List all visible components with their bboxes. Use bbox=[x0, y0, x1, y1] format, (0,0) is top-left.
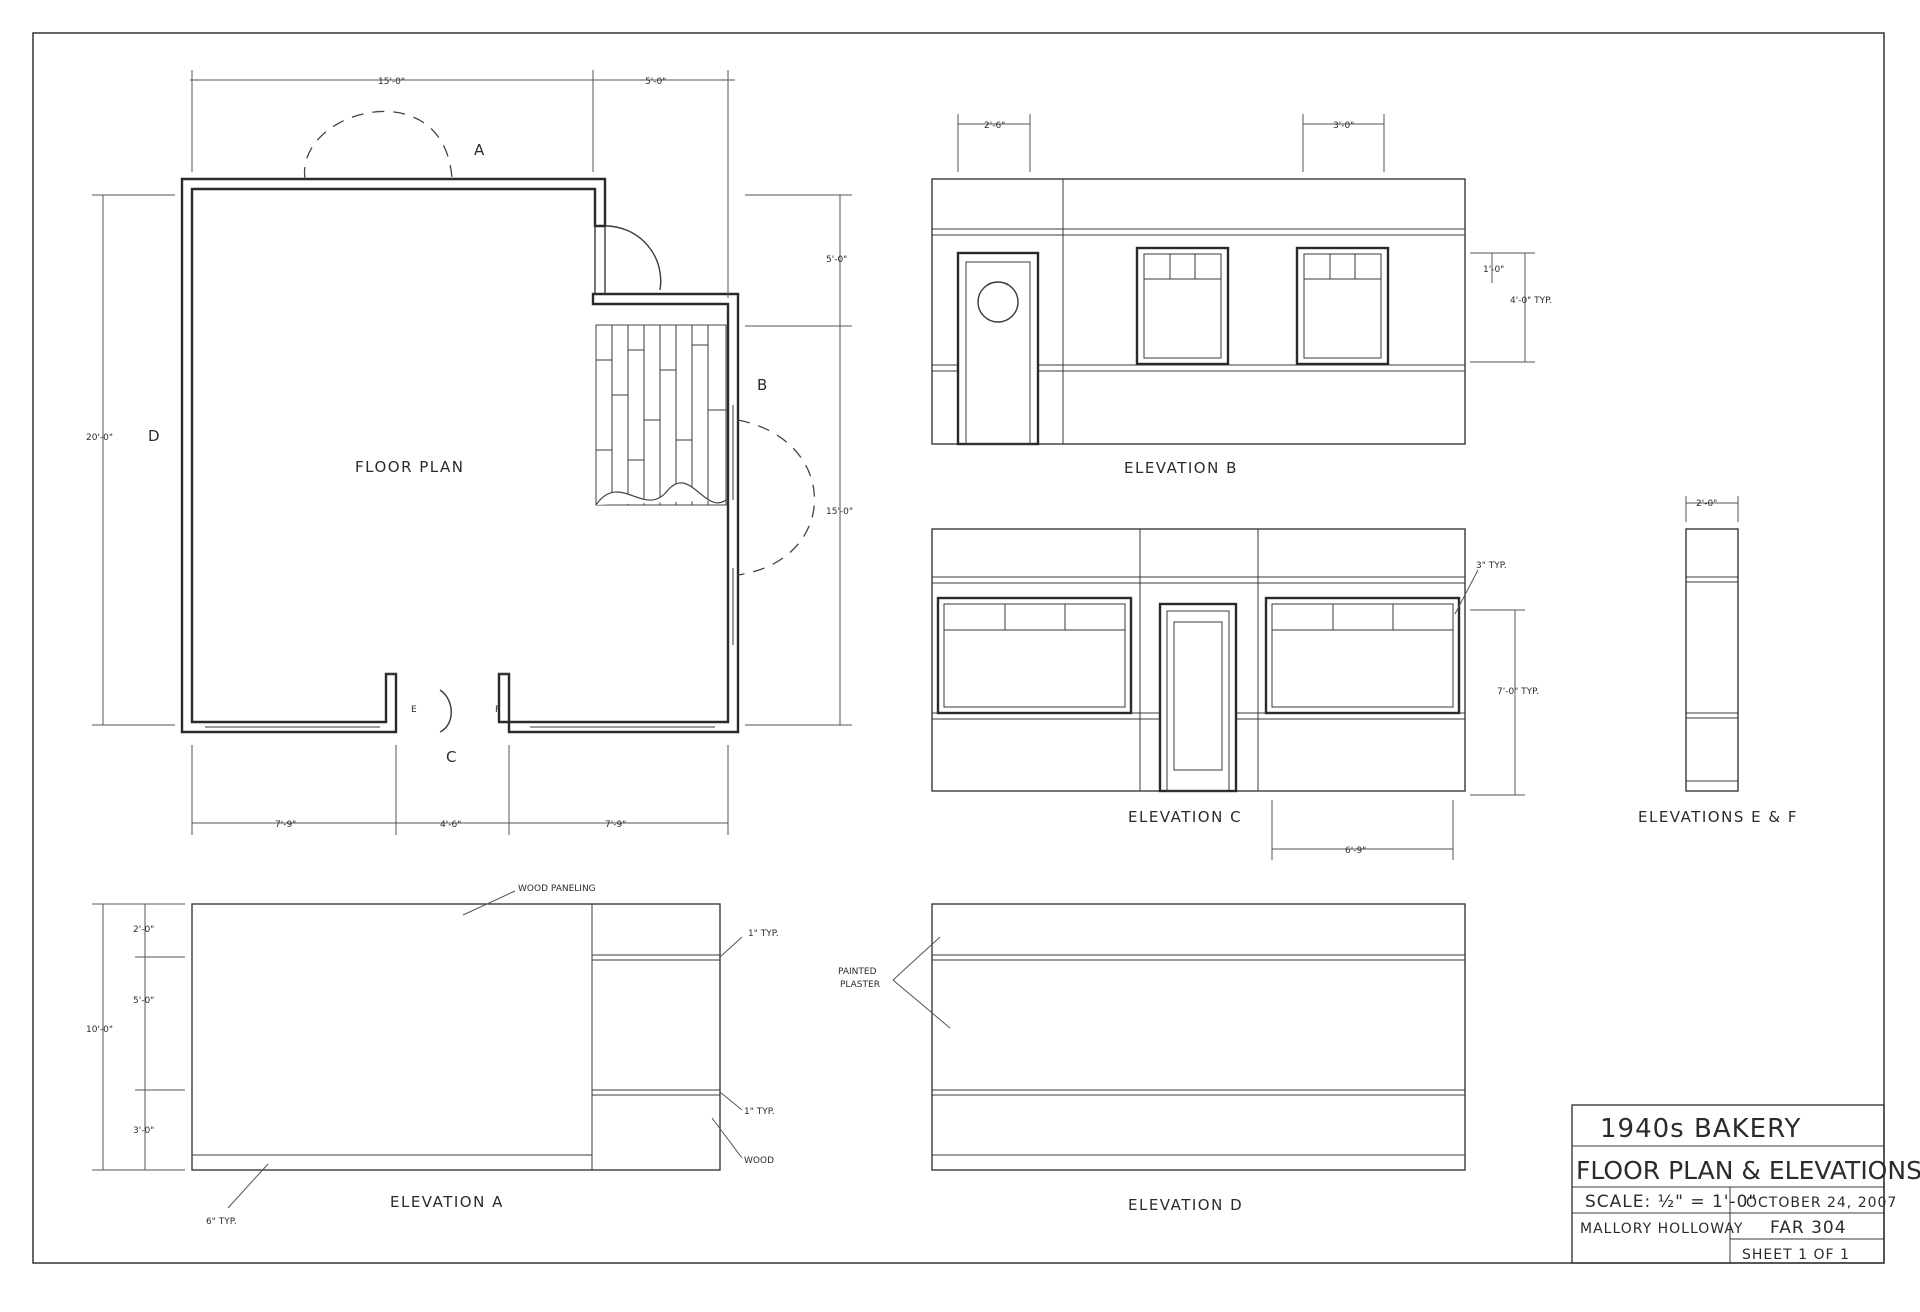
elevation-c-label: ELEVATION C bbox=[1128, 808, 1242, 826]
elevation-ef-label: ELEVATIONS E & F bbox=[1638, 808, 1798, 826]
elevation-a: ELEVATION A WOOD PANELING 1" TYP. 1" TYP… bbox=[86, 884, 779, 1227]
date-text: OCTOBER 24, 2007 bbox=[1746, 1195, 1897, 1211]
marker-d: D bbox=[148, 427, 161, 445]
marker-e: E bbox=[411, 705, 417, 715]
floor-plan-dimensions bbox=[92, 70, 852, 835]
dim-left: 20'-0" bbox=[86, 433, 113, 443]
elevation-c: ELEVATION C 3" TYP. 7'-0" TYP. 6'-9" bbox=[931, 528, 1539, 860]
elevation-d: PAINTED PLASTER ELEVATION D bbox=[838, 903, 1466, 1214]
dim-top-right: 5'-0" bbox=[645, 77, 666, 87]
elevation-c-window-left bbox=[936, 596, 1133, 715]
dim-window-width: 3'-0" bbox=[1333, 121, 1354, 131]
floor-plan-walls-right bbox=[497, 292, 740, 734]
dim-bottom-left: 7'-9" bbox=[275, 820, 296, 830]
elevation-c-door bbox=[1158, 602, 1238, 793]
note-wood-paneling: WOOD PANELING bbox=[518, 884, 596, 894]
dim-ef-width: 2'-0" bbox=[1696, 499, 1717, 509]
marker-f: F bbox=[495, 705, 500, 715]
note-trim-top: 1" TYP. bbox=[748, 929, 779, 939]
elevation-d-label: ELEVATION D bbox=[1128, 1196, 1243, 1214]
dim-window-height-c: 7'-0" TYP. bbox=[1497, 687, 1539, 697]
dim-bottom-mid: 4'-6" bbox=[440, 820, 461, 830]
dim-right-lower: 15'-0" bbox=[826, 507, 853, 517]
course-text: FAR 304 bbox=[1770, 1218, 1847, 1238]
door-swing-a bbox=[304, 110, 453, 180]
floor-plan-walls bbox=[180, 177, 607, 734]
sheet-title: FLOOR PLAN & ELEVATIONS bbox=[1576, 1156, 1920, 1185]
dim-window-height-b: 4'-0" TYP. bbox=[1510, 296, 1552, 306]
dim-bottom-right: 7'-9" bbox=[605, 820, 626, 830]
title-block: 1940s BAKERY FLOOR PLAN & ELEVATIONS SCA… bbox=[1571, 1104, 1920, 1264]
dim-top-left: 15'-0" bbox=[378, 77, 405, 87]
elevation-b-door bbox=[956, 251, 1040, 446]
door-swing-b bbox=[737, 419, 815, 576]
note-plaster: PLASTER bbox=[840, 980, 880, 990]
dim-right-upper: 5'-0" bbox=[826, 255, 847, 265]
elevation-ef: 2'-0" ELEVATIONS E & F bbox=[1638, 496, 1798, 826]
dim-door-width: 2'-6" bbox=[984, 121, 1005, 131]
elevation-b-window-1 bbox=[1135, 246, 1230, 366]
porthole-window bbox=[977, 281, 1019, 323]
project-title: 1940s BAKERY bbox=[1600, 1114, 1801, 1144]
elevation-a-label: ELEVATION A bbox=[390, 1193, 504, 1211]
door-swing-c bbox=[439, 689, 452, 733]
elevation-b-window-2 bbox=[1295, 246, 1390, 366]
dim-a-top: 2'-0" bbox=[133, 925, 154, 935]
floor-plan: FLOOR PLAN A B C D E F 15'-0" 5'-0" bbox=[86, 70, 853, 835]
note-base: 6" TYP. bbox=[206, 1217, 237, 1227]
elevation-b-label: ELEVATION B bbox=[1124, 459, 1238, 477]
dim-a-middle: 5'-0" bbox=[133, 996, 154, 1006]
dim-window-width-c: 6'-9" bbox=[1345, 846, 1366, 856]
dim-mullion: 3" TYP. bbox=[1476, 561, 1507, 571]
marker-b: B bbox=[757, 376, 769, 394]
note-trim-mid: 1" TYP. bbox=[744, 1107, 775, 1117]
scale-text: SCALE: ½" = 1'-0" bbox=[1585, 1192, 1757, 1212]
door-swing-side bbox=[604, 225, 662, 291]
floor-plan-label: FLOOR PLAN bbox=[355, 458, 464, 476]
marker-a: A bbox=[474, 141, 486, 159]
note-wood: WOOD bbox=[744, 1156, 774, 1166]
author-text: MALLORY HOLLOWAY bbox=[1580, 1221, 1743, 1237]
dim-transom: 1'-0" bbox=[1483, 265, 1504, 275]
sheet-number: SHEET 1 OF 1 bbox=[1742, 1247, 1850, 1263]
sheet-border bbox=[32, 32, 1885, 1264]
dim-a-bottom: 3'-0" bbox=[133, 1126, 154, 1136]
wood-floor-patch bbox=[595, 324, 727, 506]
marker-c: C bbox=[446, 748, 458, 766]
dim-a-total: 10'-0" bbox=[86, 1025, 113, 1035]
elevation-c-window-right bbox=[1264, 596, 1461, 715]
elevation-b: ELEVATION B 2'-6" 3'-0" 1'-0" 4'-0" TYP. bbox=[931, 114, 1552, 477]
note-painted: PAINTED bbox=[838, 967, 877, 977]
